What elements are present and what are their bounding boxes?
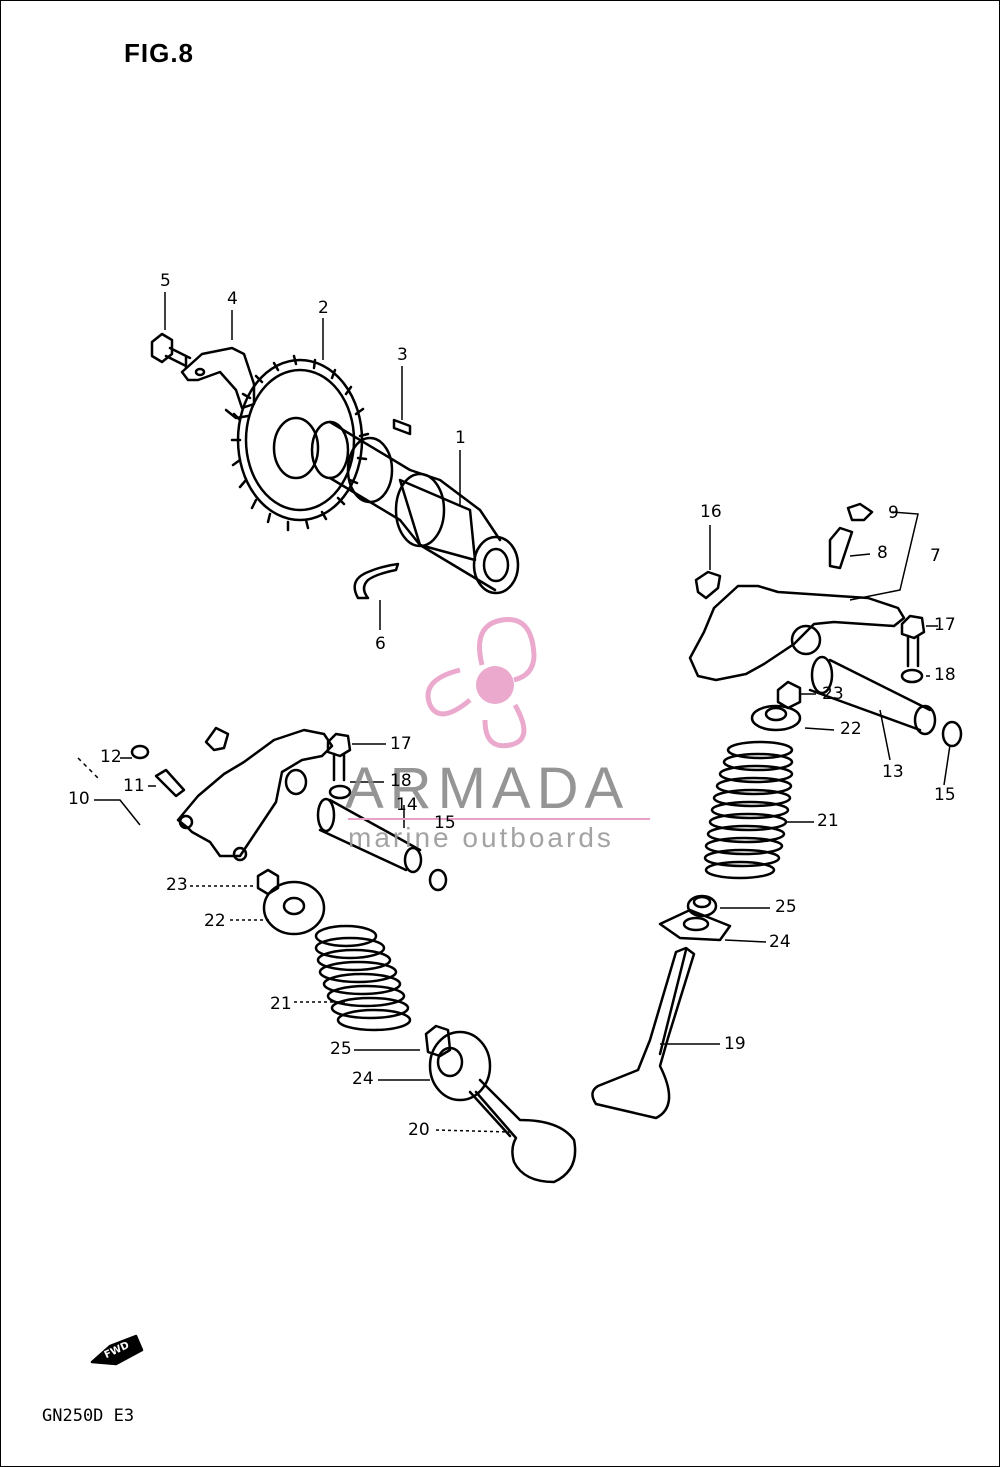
bolt-17-left <box>326 732 352 800</box>
lock-plate-4 <box>180 346 256 420</box>
pin-3 <box>392 418 412 436</box>
callout-5: 5 <box>160 271 171 291</box>
seal-25-left <box>424 1024 452 1058</box>
callout-21-right: 21 <box>817 811 839 831</box>
callout-18-left: 18 <box>390 771 412 791</box>
retainer-22-left <box>262 880 326 936</box>
spring-21-right <box>703 740 794 880</box>
bolt-17-right <box>900 614 926 684</box>
callout-25-left: 25 <box>330 1039 352 1059</box>
callout-10: 10 <box>68 789 90 809</box>
callout-23-right: 23 <box>822 684 844 704</box>
callout-1: 1 <box>455 428 466 448</box>
spring-21-left <box>314 924 412 1032</box>
cotter-23-left <box>256 868 280 896</box>
seat-24-right <box>658 908 732 942</box>
callout-4: 4 <box>227 289 238 309</box>
cotter-23-right <box>776 680 802 710</box>
callout-13: 13 <box>882 762 904 782</box>
figure-title: FIG.8 <box>124 38 195 68</box>
callout-9: 9 <box>888 503 899 523</box>
callout-7: 7 <box>930 546 941 566</box>
callout-12: 12 <box>100 747 122 767</box>
watermark-propeller-icon <box>425 616 537 749</box>
callout-23-left: 23 <box>166 875 188 895</box>
bolt-5 <box>150 332 192 370</box>
callout-20: 20 <box>408 1120 430 1140</box>
callout-17-right: 17 <box>934 615 956 635</box>
callout-21-left: 21 <box>270 994 292 1014</box>
seat-24-left <box>428 1030 492 1102</box>
camshaft <box>310 420 520 595</box>
watermark-tagline: marine outboards <box>348 822 614 853</box>
callout-8: 8 <box>877 543 888 563</box>
callout-15-left: 15 <box>434 813 456 833</box>
rocker-arm-left <box>130 726 334 862</box>
callout-17-left: 17 <box>390 734 412 754</box>
model-code: GN250D E3 <box>42 1406 135 1426</box>
callout-3: 3 <box>397 345 408 365</box>
rocker-shaft-right <box>808 655 963 748</box>
callout-25-right: 25 <box>775 897 797 917</box>
clip-6 <box>353 562 400 600</box>
callout-22-left: 22 <box>204 911 226 931</box>
callout-15-right: 15 <box>934 785 956 805</box>
callout-11: 11 <box>123 776 145 796</box>
valve-20 <box>468 1078 577 1184</box>
seal-25-right <box>686 894 718 918</box>
fwd-arrow <box>90 1334 144 1366</box>
valve-19 <box>591 946 696 1120</box>
rocker-shaft-left <box>316 797 448 892</box>
retainer-22-right <box>750 704 802 732</box>
watermark-divider <box>348 818 650 820</box>
rocker-arm-right <box>688 502 906 682</box>
callout-14: 14 <box>396 795 418 815</box>
watermark-brand: ARMADA <box>345 756 630 821</box>
callout-16: 16 <box>700 502 722 522</box>
callout-2: 2 <box>318 298 329 318</box>
callout-22-right: 22 <box>840 719 862 739</box>
callout-6: 6 <box>375 634 386 654</box>
callout-24-right: 24 <box>769 932 791 952</box>
callout-19: 19 <box>724 1034 746 1054</box>
callout-18-right: 18 <box>934 665 956 685</box>
callout-24-left: 24 <box>352 1069 374 1089</box>
